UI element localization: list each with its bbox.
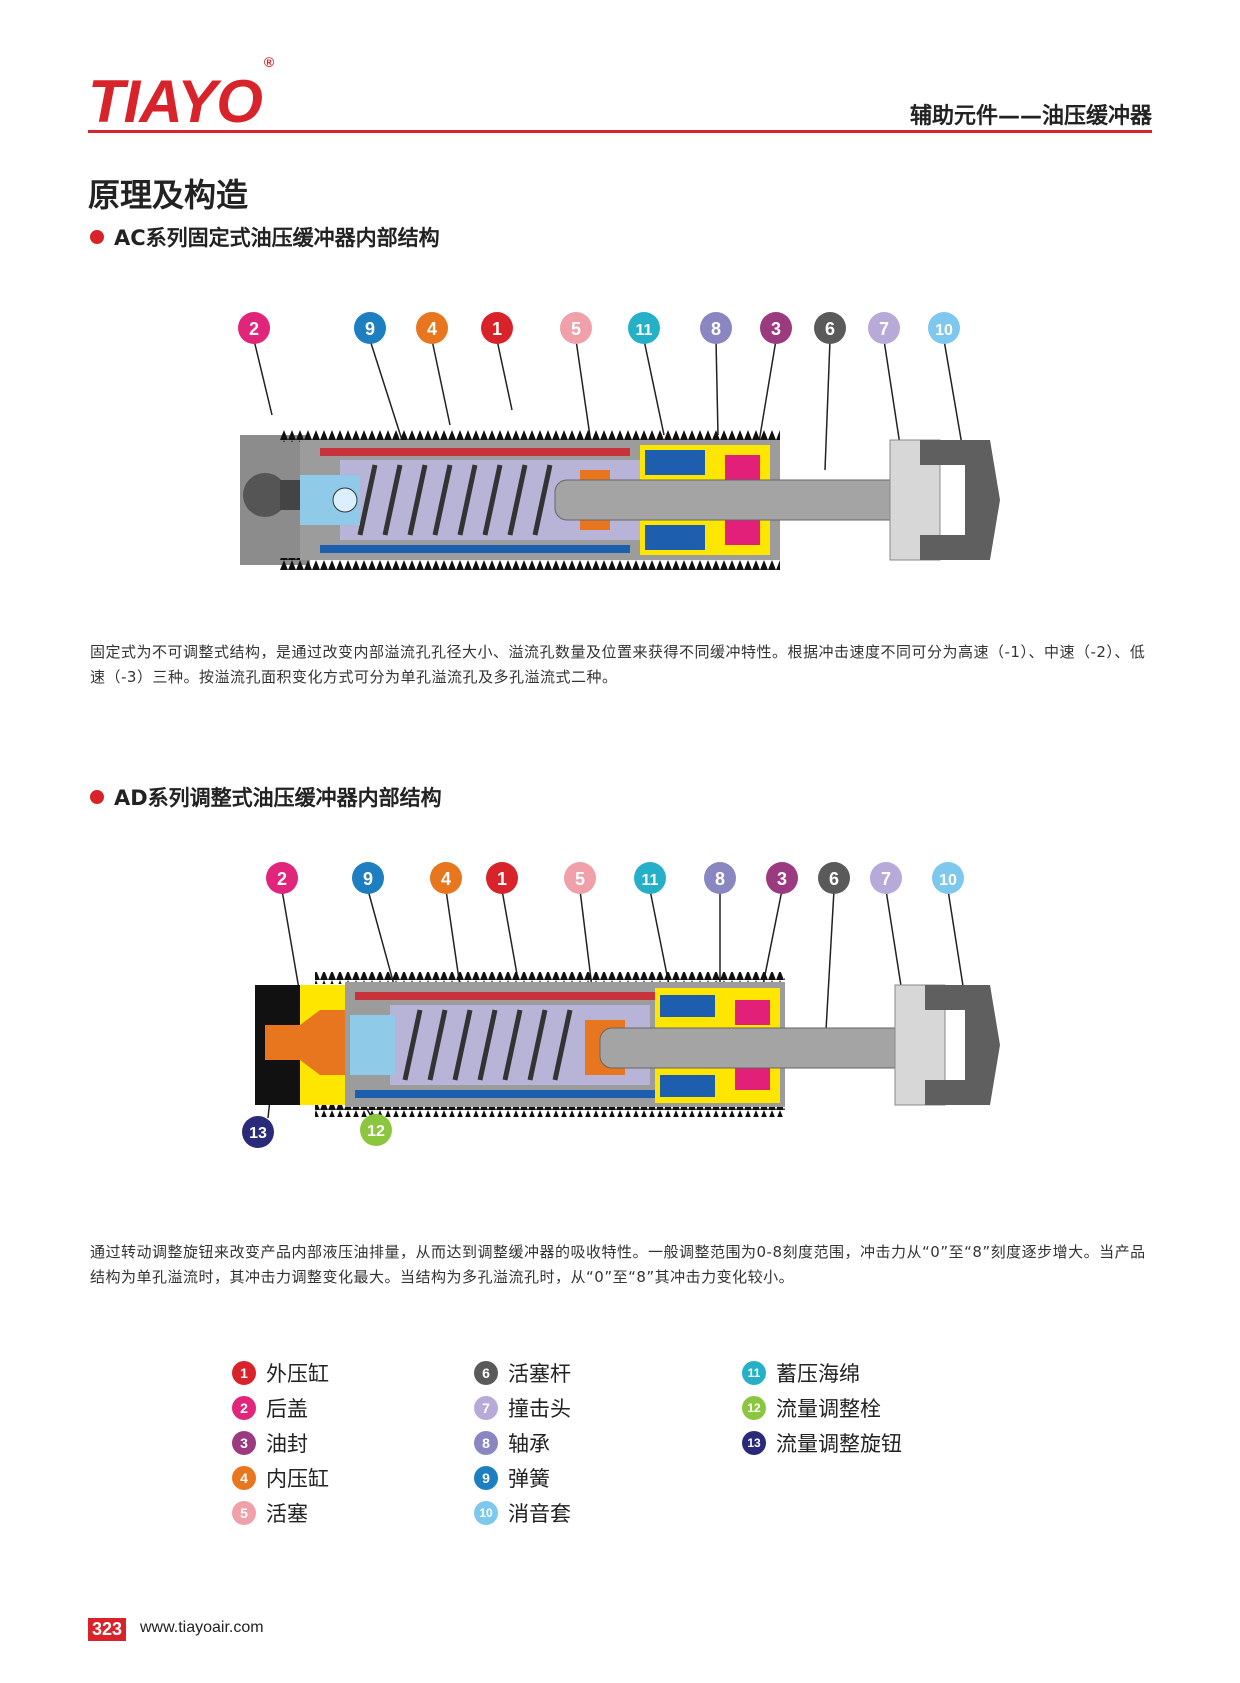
svg-text:2: 2 bbox=[249, 319, 259, 339]
svg-text:10: 10 bbox=[939, 872, 957, 889]
callout-11: 11 bbox=[628, 312, 660, 344]
outer-thread-top bbox=[315, 972, 785, 984]
ad-callouts: 2 9 4 1 5 11 8 3 6 7 10 13 12 bbox=[242, 862, 964, 1148]
page-number: 323 bbox=[88, 1618, 127, 1641]
svg-text:1: 1 bbox=[497, 869, 507, 889]
silencer-cap bbox=[920, 440, 1000, 560]
flow-adjust-screw bbox=[265, 1010, 350, 1075]
callout-10: 10 bbox=[932, 862, 964, 894]
svg-text:4: 4 bbox=[441, 869, 451, 889]
callout-leaders bbox=[253, 339, 963, 471]
piston-rod bbox=[554, 479, 936, 521]
svg-text:8: 8 bbox=[711, 319, 721, 339]
svg-text:9: 9 bbox=[363, 869, 373, 889]
svg-text:11: 11 bbox=[642, 872, 659, 889]
callout-5: 5 bbox=[564, 862, 596, 894]
callout-3: 3 bbox=[766, 862, 798, 894]
svg-text:13: 13 bbox=[249, 1125, 267, 1142]
bullet-dot-icon bbox=[90, 230, 104, 244]
svg-text:7: 7 bbox=[879, 319, 889, 339]
callout-3: 3 bbox=[760, 312, 792, 344]
header-title: 辅助元件——油压缓冲器 bbox=[909, 104, 1152, 129]
bullet-dot-icon bbox=[90, 790, 104, 804]
callout-4: 4 bbox=[416, 312, 448, 344]
svg-text:8: 8 bbox=[715, 869, 725, 889]
callout-9: 9 bbox=[354, 312, 386, 344]
svg-text:6: 6 bbox=[825, 319, 835, 339]
page-title: 原理及构造 bbox=[88, 176, 249, 214]
svg-text:10: 10 bbox=[935, 322, 953, 339]
svg-text:4: 4 bbox=[427, 319, 437, 339]
callout-4: 4 bbox=[430, 862, 462, 894]
ad-diagram: 2 9 4 1 5 11 8 3 6 7 10 13 12 bbox=[242, 862, 1000, 1148]
silencer-cap bbox=[925, 985, 1000, 1105]
callout-7: 7 bbox=[868, 312, 900, 344]
callout-6: 6 bbox=[818, 862, 850, 894]
piston-rod bbox=[599, 1027, 946, 1069]
callout-2: 2 bbox=[238, 312, 270, 344]
ac-diagram: 2 9 4 1 5 11 8 3 6 7 10 bbox=[238, 312, 1000, 570]
section-heading-ac: AC系列固定式油压缓冲器内部结构 bbox=[90, 222, 440, 252]
svg-text:5: 5 bbox=[575, 869, 585, 889]
spring bbox=[402, 1009, 573, 1081]
svg-text:5: 5 bbox=[571, 319, 581, 339]
outer-thread-bottom bbox=[280, 558, 780, 570]
callout-12: 12 bbox=[360, 1114, 392, 1146]
callout-11: 11 bbox=[634, 862, 666, 894]
rear-port bbox=[243, 473, 287, 517]
brand-logo: TIAYO® bbox=[88, 54, 274, 135]
callout-6: 6 bbox=[814, 312, 846, 344]
ac-callouts: 2 9 4 1 5 11 8 3 6 7 10 bbox=[238, 312, 960, 344]
ad-description: 通过转动调整旋钮来改变产品内部液压油排量，从而达到调整缓冲器的吸收特性。一般调整… bbox=[90, 1243, 1146, 1286]
svg-text:12: 12 bbox=[367, 1123, 385, 1140]
header-divider bbox=[88, 130, 1152, 133]
svg-text:1: 1 bbox=[492, 319, 502, 339]
callout-8: 8 bbox=[700, 312, 732, 344]
outer-thread-bottom bbox=[315, 1105, 785, 1117]
ac-description: 固定式为不可调整式结构，是通过改变内部溢流孔孔径大小、溢流孔数量及位置来获得不同… bbox=[90, 643, 1146, 686]
callout-7: 7 bbox=[870, 862, 902, 894]
callout-1: 1 bbox=[486, 862, 518, 894]
callout-8: 8 bbox=[704, 862, 736, 894]
outer-thread-top bbox=[280, 430, 780, 442]
section-heading-ad: AD系列调整式油压缓冲器内部结构 bbox=[90, 782, 442, 812]
spring bbox=[357, 464, 553, 536]
svg-text:7: 7 bbox=[881, 869, 891, 889]
svg-text:2: 2 bbox=[277, 869, 287, 889]
footer-url: www.tiayoair.com bbox=[140, 1619, 264, 1636]
callout-5: 5 bbox=[560, 312, 592, 344]
svg-text:3: 3 bbox=[771, 319, 781, 339]
callout-1: 1 bbox=[481, 312, 513, 344]
callout-9: 9 bbox=[352, 862, 384, 894]
callout-2: 2 bbox=[266, 862, 298, 894]
svg-text:11: 11 bbox=[636, 322, 653, 339]
svg-text:9: 9 bbox=[365, 319, 375, 339]
callout-13: 13 bbox=[242, 1116, 274, 1148]
svg-text:3: 3 bbox=[777, 869, 787, 889]
callout-10: 10 bbox=[928, 312, 960, 344]
svg-text:6: 6 bbox=[829, 869, 839, 889]
